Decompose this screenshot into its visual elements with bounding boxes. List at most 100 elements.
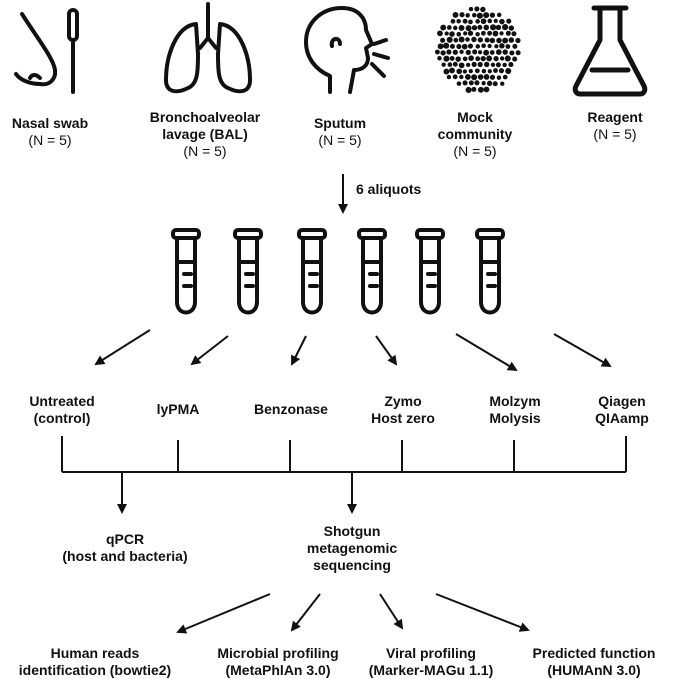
microbe-dot xyxy=(508,25,515,31)
microbe-dot xyxy=(489,74,496,80)
microbe-dot xyxy=(468,6,474,12)
microbe-dot xyxy=(486,80,493,86)
microbe-dot xyxy=(475,31,480,37)
microbe-dot xyxy=(462,69,468,74)
microbe-dot xyxy=(449,43,455,49)
microbe-dot xyxy=(452,12,459,18)
microbe-dot xyxy=(504,55,511,62)
microbe-dot xyxy=(489,50,495,55)
treatment-name: Benzonase xyxy=(254,401,328,417)
microbe-dot xyxy=(495,49,502,55)
sample-name: Nasal swab xyxy=(11,115,89,131)
microbe-dot xyxy=(471,12,477,18)
sample-name: Mock xyxy=(457,109,493,125)
microbe-dot xyxy=(440,50,446,56)
sample-name: Sputum xyxy=(313,115,367,131)
treatment-zymo: Zymo Host zero xyxy=(348,393,458,427)
microbe-dot xyxy=(464,74,471,80)
microbe-dot xyxy=(490,62,496,67)
microbe-dot xyxy=(456,43,462,50)
microbe-dot xyxy=(508,62,514,68)
microbe-dot xyxy=(499,56,505,61)
microbe-dot xyxy=(465,86,472,93)
analysis-name: Human reads xyxy=(50,645,140,661)
microbe-dot xyxy=(449,31,455,37)
sample-name: Reagent xyxy=(587,109,643,125)
microbe-dot xyxy=(456,18,461,24)
microbe-dot xyxy=(475,19,480,24)
microbe-dot xyxy=(495,24,502,31)
treatment-lypma: lyPMA xyxy=(128,401,228,418)
microbe-dot xyxy=(440,37,446,43)
microbe-dot xyxy=(474,6,480,12)
sample-label-mock: Mock community (N = 5) xyxy=(420,109,530,160)
microbe-dot xyxy=(492,30,499,37)
microbe-dot xyxy=(483,74,490,80)
treatment-name: Qiagen xyxy=(598,393,646,409)
microbe-dot xyxy=(483,12,490,19)
analysis-human-reads: Human reads identification (bowtie2) xyxy=(0,645,190,679)
microbe-dot xyxy=(453,37,459,43)
microbe-dot xyxy=(495,62,501,68)
sample-count: (N = 5) xyxy=(453,143,497,159)
microbe-dot xyxy=(462,80,468,86)
microbe-dot xyxy=(449,56,455,61)
microbe-dot xyxy=(493,18,498,24)
treatment-name: QIAamp xyxy=(595,410,649,426)
microbe-dot xyxy=(481,30,486,36)
microbe-dot xyxy=(468,55,474,61)
microbe-dot xyxy=(462,56,468,62)
microbe-dot xyxy=(437,56,442,61)
microbe-dot xyxy=(465,62,471,68)
microbe-dot xyxy=(496,75,502,80)
treatment-name: (control) xyxy=(33,410,91,426)
microbe-dot xyxy=(468,80,474,86)
microbe-dot xyxy=(459,74,464,80)
microbe-dot xyxy=(459,49,464,54)
microbe-dot xyxy=(441,62,446,67)
microbe-dot xyxy=(453,25,458,31)
treatment-benzonase: Benzonase xyxy=(236,401,346,418)
sample-label-sputum: Sputum (N = 5) xyxy=(290,115,390,149)
microbe-dot xyxy=(468,68,473,74)
analysis-viral: Viral profiling (Marker-MAGu 1.1) xyxy=(356,645,506,679)
analysis-name: (HUMAnN 3.0) xyxy=(547,662,641,678)
microbe-dot xyxy=(474,68,480,74)
microbe-dot xyxy=(465,13,470,18)
microbe-dot xyxy=(506,18,512,24)
microbe-dot xyxy=(483,49,490,56)
tube-icon xyxy=(171,228,201,315)
microbe-dot xyxy=(452,61,458,67)
microbe-dot xyxy=(463,31,468,36)
nose-swab-icon xyxy=(14,8,79,94)
assay-name: qPCR xyxy=(105,531,145,547)
sample-count: (N = 5) xyxy=(593,126,637,142)
microbe-dot xyxy=(484,37,490,43)
assay-shotgun: Shotgun metagenomic sequencing xyxy=(290,523,414,574)
microbe-dot xyxy=(509,50,515,56)
microbe-dot xyxy=(455,56,461,62)
microbe-dot xyxy=(480,6,486,13)
treatment-untreated: Untreated (control) xyxy=(0,393,124,427)
microbe-dot xyxy=(446,25,452,30)
microbe-dot xyxy=(489,12,496,18)
sample-count: (N = 5) xyxy=(183,143,227,159)
microbe-dot xyxy=(443,68,450,75)
microbe-dot xyxy=(467,43,474,49)
microbe-dot xyxy=(467,30,474,36)
microbe-dot xyxy=(471,61,477,67)
tube-icon xyxy=(233,228,263,315)
merge-bracket xyxy=(61,436,627,514)
microbe-dot xyxy=(461,43,468,50)
microbe-dot xyxy=(476,12,483,19)
microbe-dot xyxy=(443,42,450,49)
tube-icon xyxy=(357,228,387,315)
tube-icon xyxy=(475,228,505,315)
microbe-dot xyxy=(477,86,484,93)
microbe-dot xyxy=(494,44,499,49)
microbe-dot xyxy=(437,30,443,37)
microbe-dot xyxy=(474,80,480,86)
sample-label-nasal: Nasal swab (N = 5) xyxy=(0,115,100,149)
sample-name: lavage (BAL) xyxy=(162,126,248,142)
microbe-dot xyxy=(483,86,490,93)
